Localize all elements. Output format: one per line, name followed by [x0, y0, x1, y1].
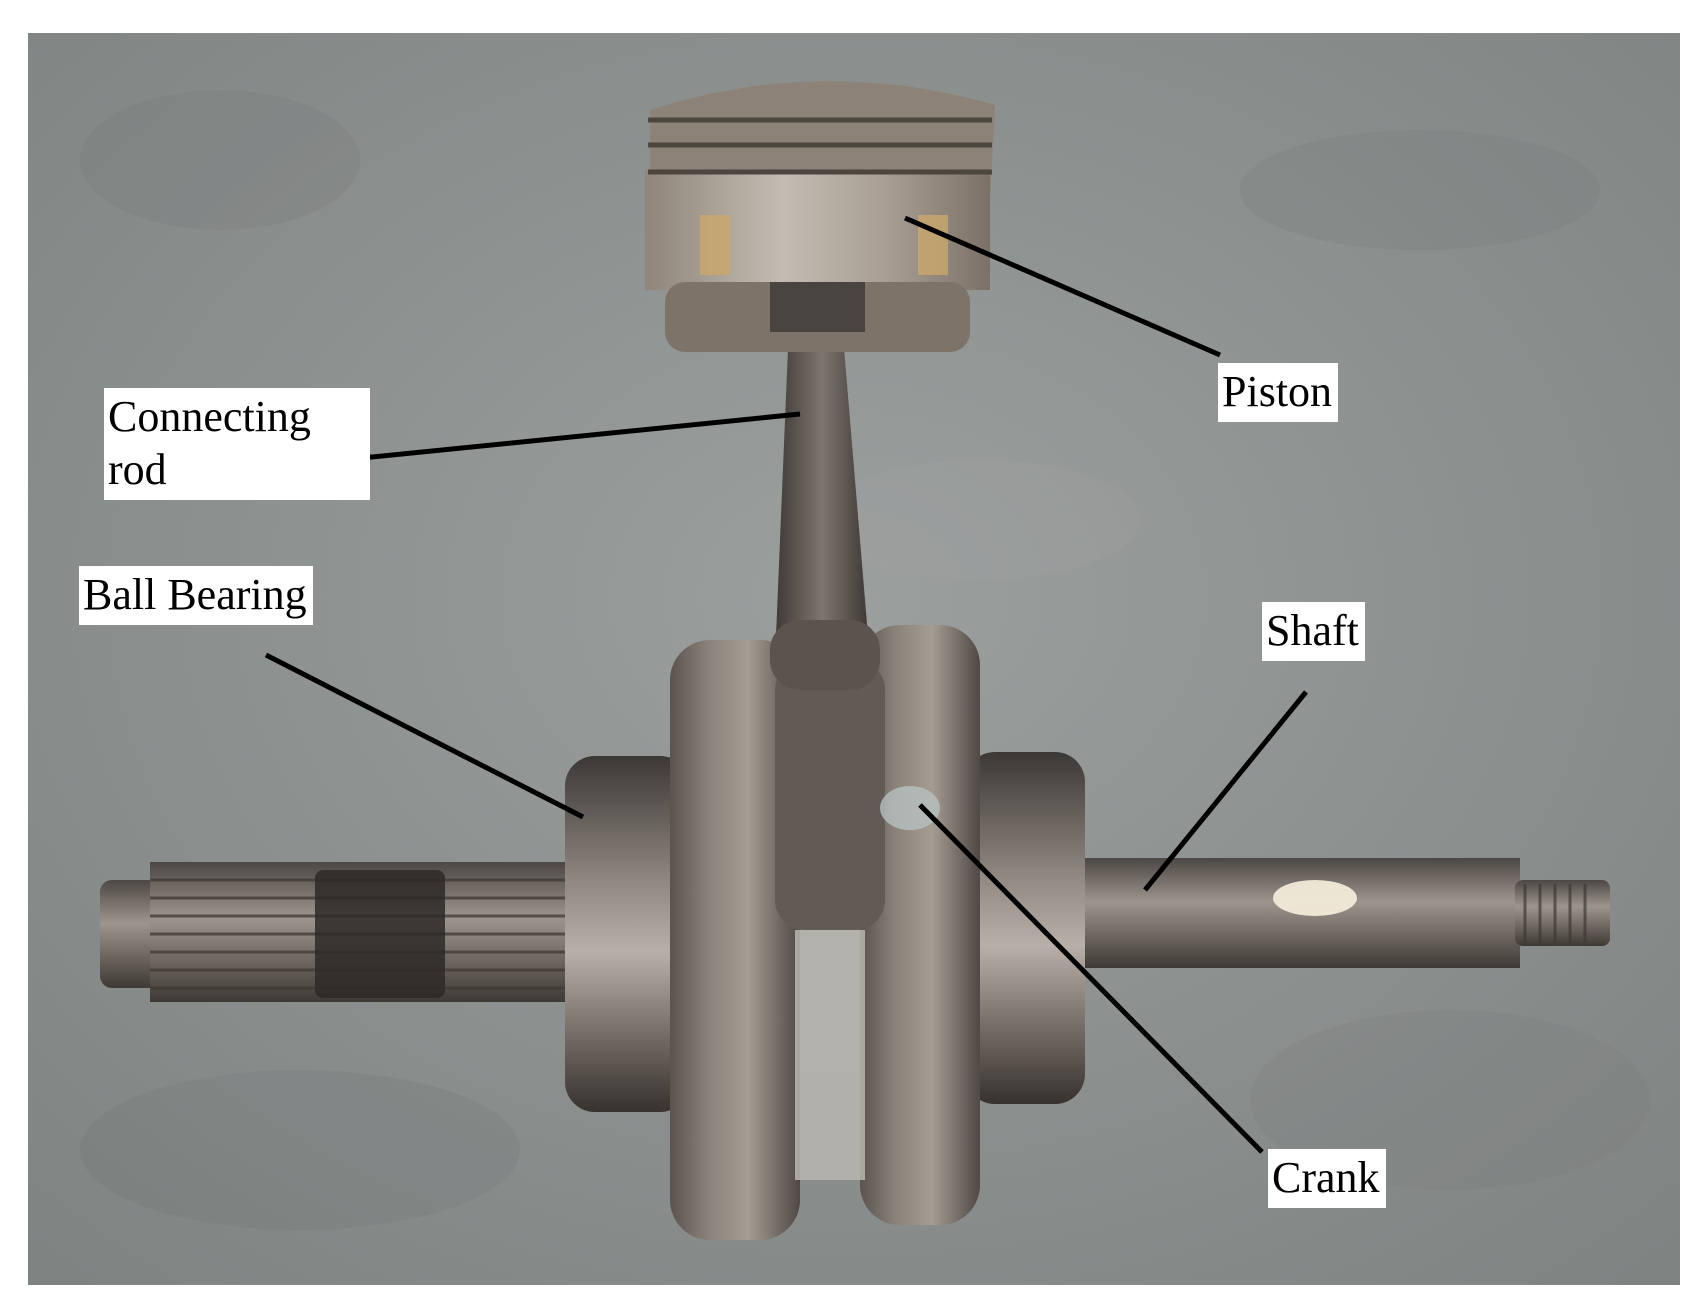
leader-lines	[264, 215, 1308, 1154]
piston-leader-line	[904, 215, 1221, 358]
oil-seal-residue	[315, 870, 445, 998]
connecting-rod	[770, 300, 880, 690]
left-splined-shaft	[100, 862, 580, 1002]
shaft-label: Shaft	[1262, 602, 1365, 661]
piston-label: Piston	[1218, 363, 1339, 422]
crank-label: Crank	[1268, 1149, 1386, 1208]
shaft-highlight	[1273, 880, 1357, 916]
right-ball-bearing	[965, 752, 1085, 1104]
shaft-leader-line	[1143, 690, 1308, 892]
floor-texture	[80, 90, 1650, 1230]
connecting-rod-label-line2: rod	[108, 445, 167, 494]
piston	[645, 81, 995, 352]
crank-leader-line	[918, 803, 1264, 1154]
ball-bearing-label: Ball Bearing	[79, 566, 313, 625]
ball-bearing-leader-line	[264, 652, 585, 820]
connecting-rod-label: Connecting rod	[104, 388, 370, 500]
left-ball-bearing	[565, 756, 690, 1112]
crank-pin-highlight	[880, 786, 940, 830]
crank-webs	[670, 625, 980, 1240]
connecting-rod-label-line1: Connecting	[108, 392, 311, 441]
connecting-rod-leader-line	[361, 411, 801, 461]
right-shaft	[1060, 858, 1610, 968]
